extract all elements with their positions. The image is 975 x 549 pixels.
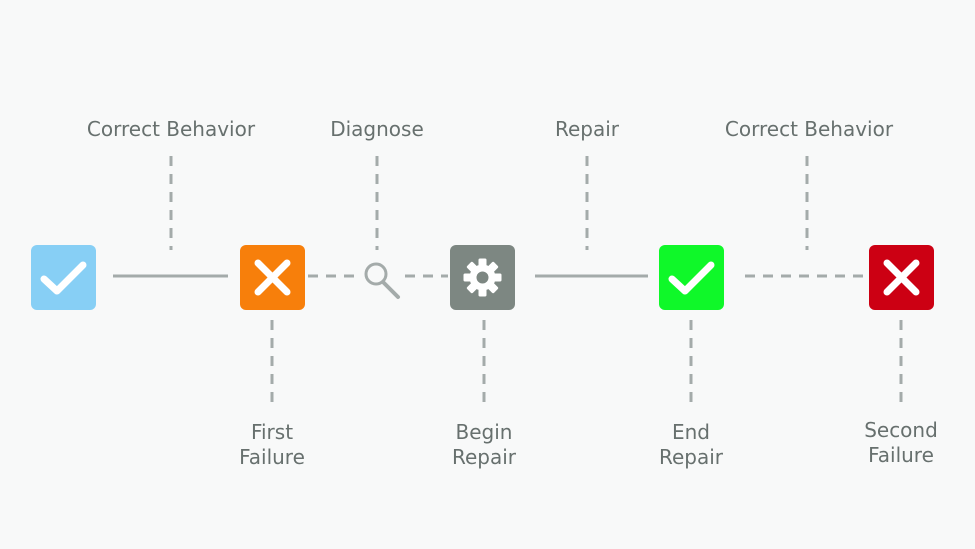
gear-icon: [463, 258, 502, 297]
label-diagnose: Diagnose: [330, 117, 424, 141]
check-icon: [40, 261, 87, 295]
node-second-failure: [869, 245, 934, 310]
label-end-repair: End Repair: [658, 420, 724, 469]
label-correct-behavior-2: Correct Behavior: [724, 117, 894, 141]
x-icon: [254, 259, 291, 296]
label-first-failure: First Failure: [239, 420, 305, 469]
node-first-failure: [240, 245, 305, 310]
label-second-failure: Second Failure: [864, 418, 938, 467]
magnifier-icon: [364, 262, 400, 299]
node-correct-start: [31, 245, 96, 310]
label-repair: Repair: [554, 117, 620, 141]
label-begin-repair: Begin Repair: [451, 420, 517, 469]
x-icon: [883, 259, 920, 296]
node-end-repair: [659, 245, 724, 310]
check-icon: [668, 261, 715, 295]
node-begin-repair: [450, 245, 515, 310]
label-correct-behavior-1: Correct Behavior: [86, 117, 256, 141]
